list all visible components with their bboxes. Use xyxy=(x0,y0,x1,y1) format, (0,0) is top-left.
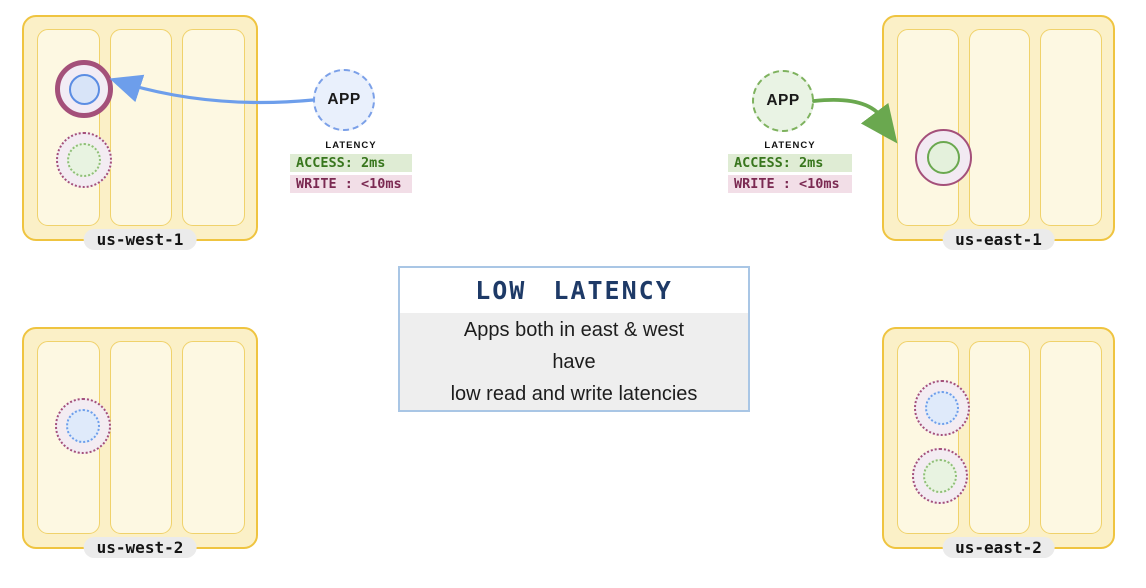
region-label: us-east-2 xyxy=(942,537,1055,558)
app-node-west: APP xyxy=(313,69,375,131)
availability-zones xyxy=(37,29,246,226)
region-us-east-1: us-east-1 xyxy=(882,15,1115,250)
app-label: APP xyxy=(766,92,800,109)
zone-column xyxy=(109,29,173,226)
latency-block-east: LATENCY ACCESS: 2ms WRITE : <10ms xyxy=(728,140,852,196)
blue-data-core-icon xyxy=(66,409,100,443)
zone-column xyxy=(1040,341,1103,534)
callout-line: have xyxy=(552,350,596,373)
availability-zones xyxy=(897,341,1103,534)
follower-replica-green-dotted-icon xyxy=(56,132,112,188)
leader-replica-blue-ringed-icon xyxy=(55,60,113,118)
callout-title: LOW LATENCY xyxy=(475,276,673,305)
region-label: us-west-2 xyxy=(83,537,197,558)
callout-body: Apps both in east & west have low read a… xyxy=(400,313,748,410)
blue-data-core-icon xyxy=(68,73,100,105)
region-us-west-2: us-west-2 xyxy=(22,327,258,558)
region-label: us-east-1 xyxy=(942,229,1055,250)
region-us-east-2: us-east-2 xyxy=(882,327,1115,558)
region-label: us-west-1 xyxy=(83,229,197,250)
latency-block-west: LATENCY ACCESS: 2ms WRITE : <10ms xyxy=(290,140,412,196)
access-latency-badge: ACCESS: 2ms xyxy=(290,154,412,172)
zone-column xyxy=(897,29,972,226)
app-node-east: APP xyxy=(752,70,814,132)
blue-data-core-icon xyxy=(925,391,959,425)
follower-replica-blue-dotted-icon xyxy=(55,398,111,454)
availability-zones xyxy=(37,341,246,534)
latency-title: LATENCY xyxy=(325,140,377,151)
latency-title: LATENCY xyxy=(764,140,816,151)
zone-column xyxy=(109,341,173,534)
leader-replica-green-ringed-icon xyxy=(915,129,972,186)
follower-replica-green-dotted-icon xyxy=(912,448,968,504)
availability-zones xyxy=(897,29,1103,226)
zone-column xyxy=(37,29,113,226)
app-label: APP xyxy=(327,91,361,108)
write-latency-badge: WRITE : <10ms xyxy=(728,175,852,193)
follower-replica-blue-dotted-icon xyxy=(914,380,970,436)
zone-column xyxy=(37,341,111,534)
green-data-core-icon xyxy=(923,459,957,493)
region-us-west-1: us-west-1 xyxy=(22,15,258,250)
write-latency-badge: WRITE : <10ms xyxy=(290,175,412,193)
zone-column xyxy=(897,341,970,534)
callout-line: low read and write latencies xyxy=(450,382,698,405)
zone-column xyxy=(968,29,1031,226)
access-latency-badge: ACCESS: 2ms xyxy=(728,154,852,172)
zone-column xyxy=(182,341,246,534)
low-latency-callout: LOW LATENCY Apps both in east & west hav… xyxy=(398,266,750,412)
green-data-core-icon xyxy=(67,143,101,177)
zone-column xyxy=(968,341,1031,534)
green-data-core-icon xyxy=(927,141,960,174)
zone-column xyxy=(182,29,246,226)
callout-line: Apps both in east & west xyxy=(463,318,685,341)
zone-column xyxy=(1040,29,1103,226)
